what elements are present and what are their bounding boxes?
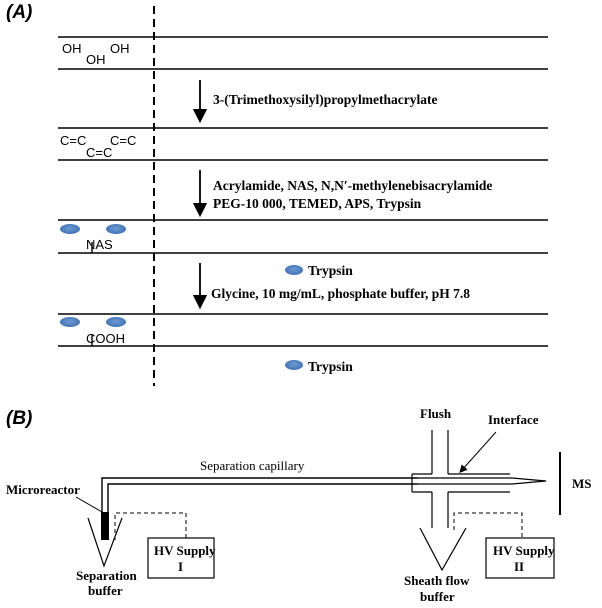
microreactor-pointer	[75, 496, 103, 513]
stage-1-surface: OH OH OH	[58, 36, 548, 70]
separation-buffer-label-line-1: Separation	[76, 568, 137, 583]
interface-pointer-arrow	[459, 431, 497, 473]
trypsin-icon	[285, 265, 303, 275]
interface-label: Interface	[488, 412, 539, 427]
immobilized-trypsin-icon	[106, 317, 126, 327]
ms-label: MS	[572, 476, 592, 491]
microreactor-label: Microreactor	[6, 482, 80, 497]
hydroxyl-group-1: OH	[62, 41, 82, 56]
separation-capillary	[101, 477, 547, 520]
immobilized-trypsin-icon	[106, 224, 126, 234]
hv-supply-2-wire	[453, 512, 523, 538]
stage-3-surface: NAS Trypsin	[58, 219, 548, 278]
cooh-group: COOH	[86, 331, 125, 346]
stage-2-surface: C=C C=C C=C	[58, 127, 548, 161]
separation-buffer-label-line-2: buffer	[88, 583, 123, 598]
hv-supply-1-box	[147, 537, 215, 579]
vinyl-group-3: C=C	[110, 133, 136, 148]
stage-4-trypsin-label: Trypsin	[308, 359, 353, 374]
nas-group: NAS	[86, 237, 113, 252]
hydroxyl-group-2: OH	[86, 52, 106, 67]
stage-3-trypsin-label: Trypsin	[308, 263, 353, 278]
vinyl-group-1: C=C	[60, 133, 86, 148]
hv-supply-2-label-line-2: II	[514, 559, 524, 574]
step-2-reagent-line-1: Acrylamide, NAS, N,N′-methylenebisacryla…	[213, 178, 492, 193]
step-3-reagent: Glycine, 10 mg/mL, phosphate buffer, pH …	[211, 286, 470, 301]
hv-supply-1-wire	[114, 512, 187, 540]
hv-supply-2-label-line-1: HV Supply	[493, 543, 555, 558]
panel-a-label: (A)	[6, 2, 32, 23]
immobilized-trypsin-icon	[60, 224, 80, 234]
stage-4-surface: COOH Trypsin	[58, 313, 548, 374]
panel-b-label: (B)	[6, 408, 32, 429]
trypsin-icon	[285, 360, 303, 370]
hv-supply-2-box	[485, 537, 555, 579]
hv-supply-1-label-line-2: I	[178, 559, 183, 574]
hv-supply-1-label-line-1: HV Supply	[154, 543, 216, 558]
flush-label: Flush	[420, 406, 452, 421]
step-2-reagent-line-2: PEG-10 000, TEMED, APS, Trypsin	[213, 196, 422, 211]
interface-tee	[411, 430, 510, 528]
separation-capillary-label: Separation capillary	[200, 458, 305, 473]
vinyl-group-2: C=C	[86, 145, 112, 160]
immobilized-trypsin-icon	[60, 317, 80, 327]
sheath-flow-label-line-2: buffer	[420, 589, 455, 604]
sheath-flow-label-line-1: Sheath flow	[404, 573, 470, 588]
microreactor-block	[101, 512, 109, 540]
step-1-reagent: 3-(Trimethoxysilyl)propylmethacrylate	[213, 92, 437, 107]
hydroxyl-group-3: OH	[110, 41, 130, 56]
sheath-flow-vial-icon	[419, 527, 467, 572]
separation-buffer-vial-icon	[87, 517, 123, 568]
